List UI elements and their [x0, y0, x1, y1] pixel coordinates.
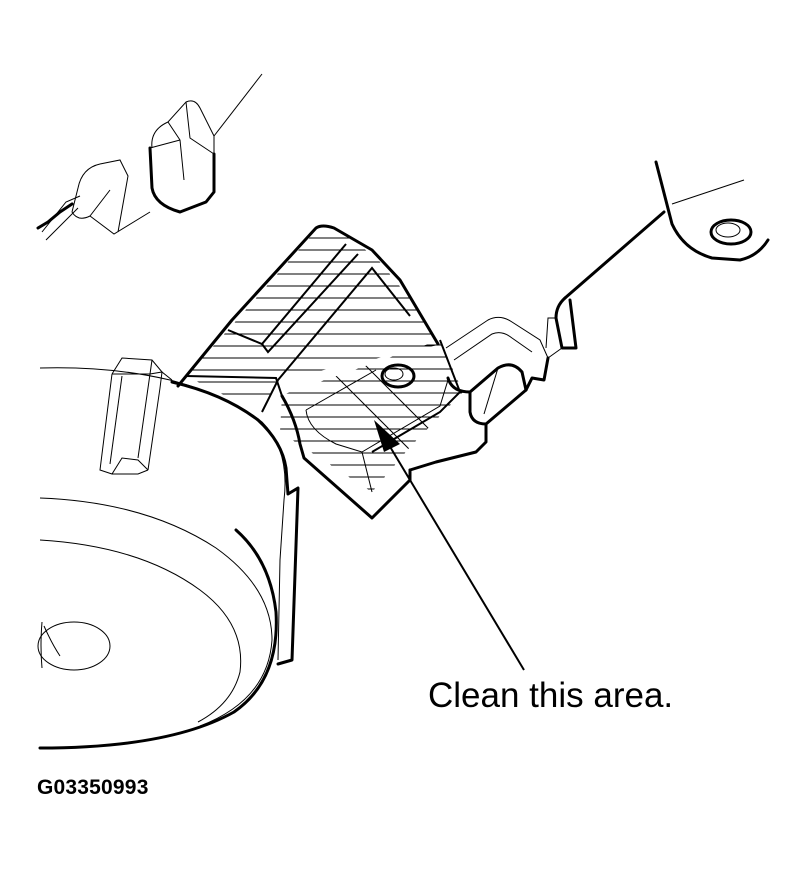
- callout-leader-arrow: [374, 420, 525, 671]
- left-rib: [99, 357, 173, 475]
- arrow-head-icon: [374, 420, 400, 452]
- cylindrical-housing: [37, 367, 300, 750]
- figure-id: G03350993: [37, 776, 149, 799]
- upper-left-clip-fragment: [36, 73, 263, 241]
- upper-right-bracket: [524, 160, 770, 392]
- hatched-top-face: [176, 224, 440, 413]
- callout-label: Clean this area.: [428, 676, 674, 715]
- mounting-tab: [408, 316, 549, 472]
- hatched-clean-area: [280, 339, 463, 520]
